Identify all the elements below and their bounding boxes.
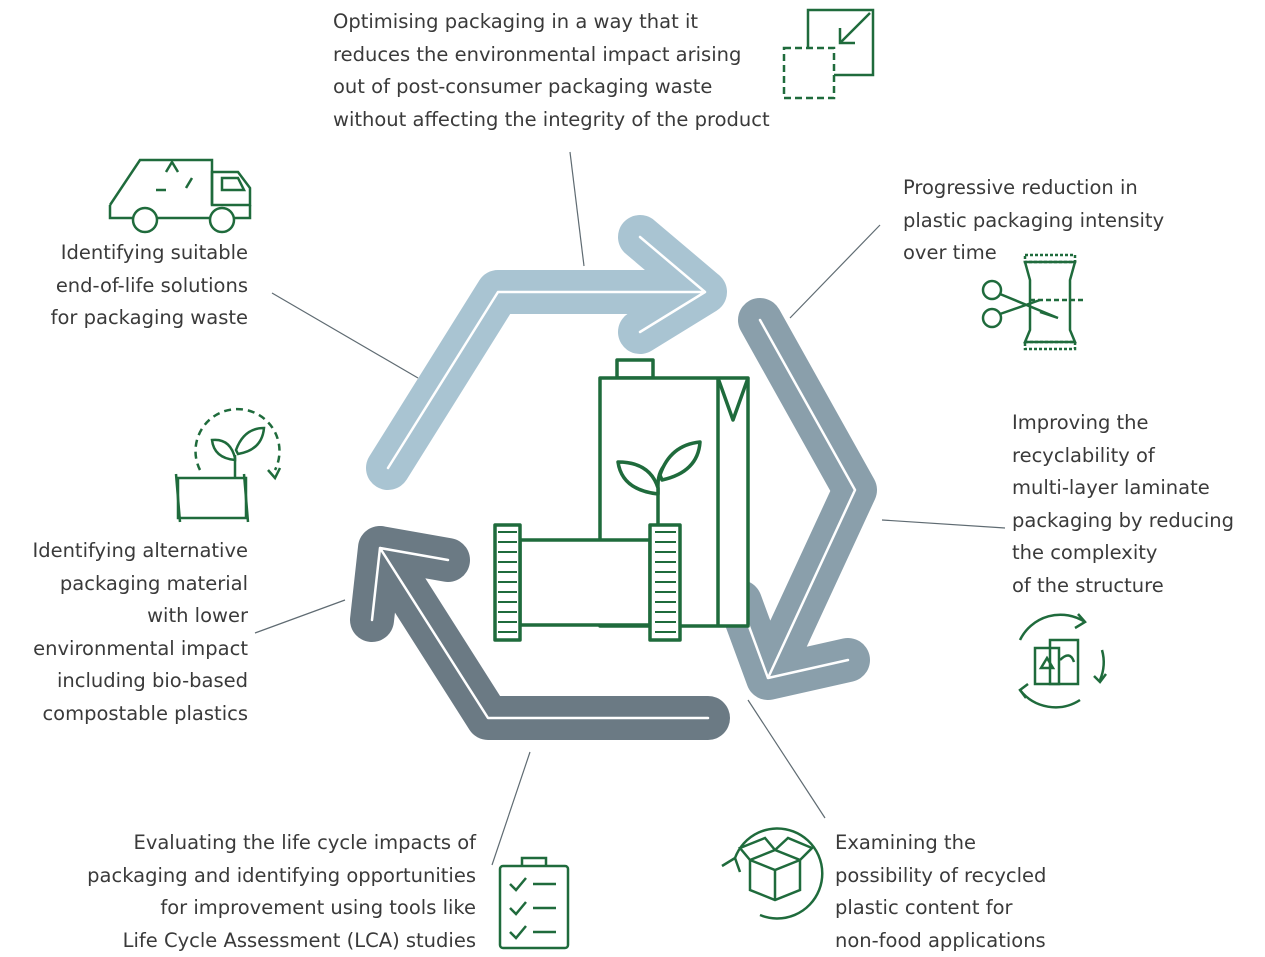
recycled-box-icon	[722, 828, 822, 918]
label-line: without affecting the integrity of the p…	[333, 104, 770, 137]
label-left: Identifying alternative packaging materi…	[32, 535, 248, 730]
resize-packaging-icon	[784, 10, 873, 98]
label-line: of the structure	[1012, 570, 1234, 603]
label-right: Improving the recyclability of multi-lay…	[1012, 407, 1234, 602]
label-upper-right: Progressive reduction in plastic packagi…	[903, 172, 1164, 270]
label-line: the complexity	[1012, 537, 1234, 570]
label-line: packaging by reducing	[1012, 505, 1234, 538]
bio-based-packaging-icon	[176, 409, 280, 522]
label-line: Progressive reduction in	[903, 172, 1164, 205]
label-line: for improvement using tools like	[87, 892, 476, 925]
connector-upper-right	[790, 225, 880, 318]
label-line: Evaluating the life cycle impacts of	[87, 827, 476, 860]
label-line: end-of-life solutions	[51, 270, 248, 303]
label-upper-left: Identifying suitable end-of-life solutio…	[51, 237, 248, 335]
label-line: with lower	[32, 600, 248, 633]
label-line: reduces the environmental impact arising	[333, 39, 770, 72]
sustainable-packaging-icon	[495, 360, 748, 640]
connector-upper-left	[272, 293, 418, 378]
label-line: plastic content for	[835, 892, 1046, 925]
label-line: Improving the	[1012, 407, 1234, 440]
label-top: Optimising packaging in a way that it re…	[333, 6, 770, 136]
label-line: Examining the	[835, 827, 1046, 860]
connector-top	[570, 152, 584, 266]
connector-left	[255, 600, 345, 633]
label-line: including bio-based	[32, 665, 248, 698]
label-line: environmental impact	[32, 633, 248, 666]
label-line: compostable plastics	[32, 698, 248, 731]
label-line: possibility of recycled	[835, 860, 1046, 893]
label-bottom-left: Evaluating the life cycle impacts of pac…	[87, 827, 476, 957]
label-line: over time	[903, 237, 1164, 270]
label-line: for packaging waste	[51, 302, 248, 335]
label-line: Identifying alternative	[32, 535, 248, 568]
recycling-truck-icon	[110, 160, 250, 232]
label-line: Optimising packaging in a way that it	[333, 6, 770, 39]
label-line: out of post-consumer packaging waste	[333, 71, 770, 104]
label-bottom-right: Examining the possibility of recycled pl…	[835, 827, 1046, 957]
label-line: Identifying suitable	[51, 237, 248, 270]
checklist-clipboard-icon	[500, 858, 568, 948]
label-line: non-food applications	[835, 925, 1046, 957]
connector-right	[882, 520, 1005, 528]
label-line: packaging material	[32, 568, 248, 601]
label-line: Life Cycle Assessment (LCA) studies	[87, 925, 476, 957]
recycling-packages-icon	[1020, 614, 1106, 707]
arrow-mid	[740, 320, 855, 678]
label-line: multi-layer laminate	[1012, 472, 1234, 505]
label-line: recyclability of	[1012, 440, 1234, 473]
connector-bottom-right	[748, 700, 825, 818]
label-line: packaging and identifying opportunities	[87, 860, 476, 893]
connector-bottom-left	[492, 752, 530, 865]
label-line: plastic packaging intensity	[903, 205, 1164, 238]
